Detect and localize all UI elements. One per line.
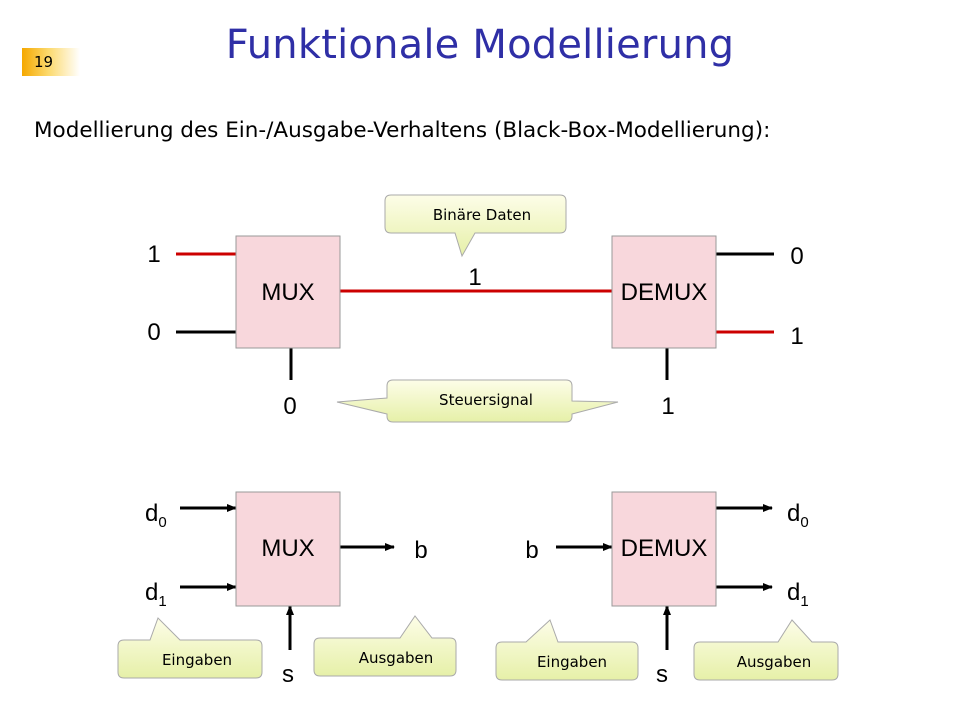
demux-select-label: s bbox=[656, 661, 668, 688]
line-value: 1 bbox=[468, 264, 481, 291]
demux-select-value: 1 bbox=[661, 393, 674, 420]
demux-output-value-top: 0 bbox=[790, 243, 803, 270]
mux-in0-sub: 0 bbox=[158, 514, 166, 531]
page-number: 19 bbox=[34, 53, 54, 71]
callout-outputs-right-label: Ausgaben bbox=[737, 653, 812, 671]
callout-control-signal bbox=[336, 379, 619, 423]
demux-box bbox=[611, 235, 717, 349]
mux-in1-label: d1 bbox=[145, 579, 167, 610]
slide-title: Funktionale Modellierung bbox=[225, 22, 735, 68]
page-number-bar bbox=[22, 48, 80, 76]
callout-inputs-right-label: Eingaben bbox=[537, 653, 607, 671]
callout-inputs-left-label: Eingaben bbox=[162, 651, 232, 669]
mux-label: MUX bbox=[261, 279, 314, 306]
mux-select-label: s bbox=[282, 661, 294, 688]
callout-inputs-right bbox=[495, 619, 639, 681]
mux-input-value-bottom: 0 bbox=[147, 319, 160, 346]
mux-in1-base: d bbox=[145, 579, 158, 606]
callout-binary-data-label: Binäre Daten bbox=[433, 206, 531, 224]
demux-box-bottom bbox=[611, 491, 717, 607]
mux-in1-sub: 1 bbox=[158, 593, 166, 610]
bottom-example: MUX DEMUX d0 d1 b s b d0 d1 s Eingaben A… bbox=[117, 491, 839, 688]
mux-select-value: 0 bbox=[283, 393, 296, 420]
demux-out1-base: d bbox=[787, 579, 800, 606]
callout-control-signal-label: Steuersignal bbox=[439, 391, 533, 409]
mux-output-label: b bbox=[414, 537, 427, 564]
demux-out0-base: d bbox=[787, 500, 800, 527]
subtitle: Modellierung des Ein-/Ausgabe-Verhaltens… bbox=[34, 118, 771, 143]
callout-outputs-left-label: Ausgaben bbox=[359, 649, 434, 667]
demux-output-value-bottom: 1 bbox=[790, 323, 803, 350]
mux-input-value-top: 1 bbox=[147, 241, 160, 268]
callout-inputs-left bbox=[117, 617, 263, 679]
callout-binary-data bbox=[384, 194, 567, 258]
demux-out1-label: d1 bbox=[787, 579, 809, 610]
mux-box-bottom bbox=[235, 491, 341, 607]
demux-label-bottom: DEMUX bbox=[621, 535, 708, 562]
callout-outputs-left bbox=[313, 615, 457, 677]
mux-box bbox=[235, 235, 341, 349]
demux-input-label: b bbox=[525, 537, 538, 564]
mux-in0-base: d bbox=[145, 500, 158, 527]
demux-label: DEMUX bbox=[621, 279, 708, 306]
mux-in0-label: d0 bbox=[145, 500, 167, 531]
demux-out0-label: d0 bbox=[787, 500, 809, 531]
mux-label-bottom: MUX bbox=[261, 535, 314, 562]
demux-out1-sub: 1 bbox=[800, 593, 808, 610]
callout-outputs-right bbox=[693, 619, 839, 681]
top-example: MUX DEMUX 1 0 1 0 1 0 1 Binäre Daten Ste… bbox=[147, 194, 804, 423]
demux-out0-sub: 0 bbox=[800, 514, 808, 531]
